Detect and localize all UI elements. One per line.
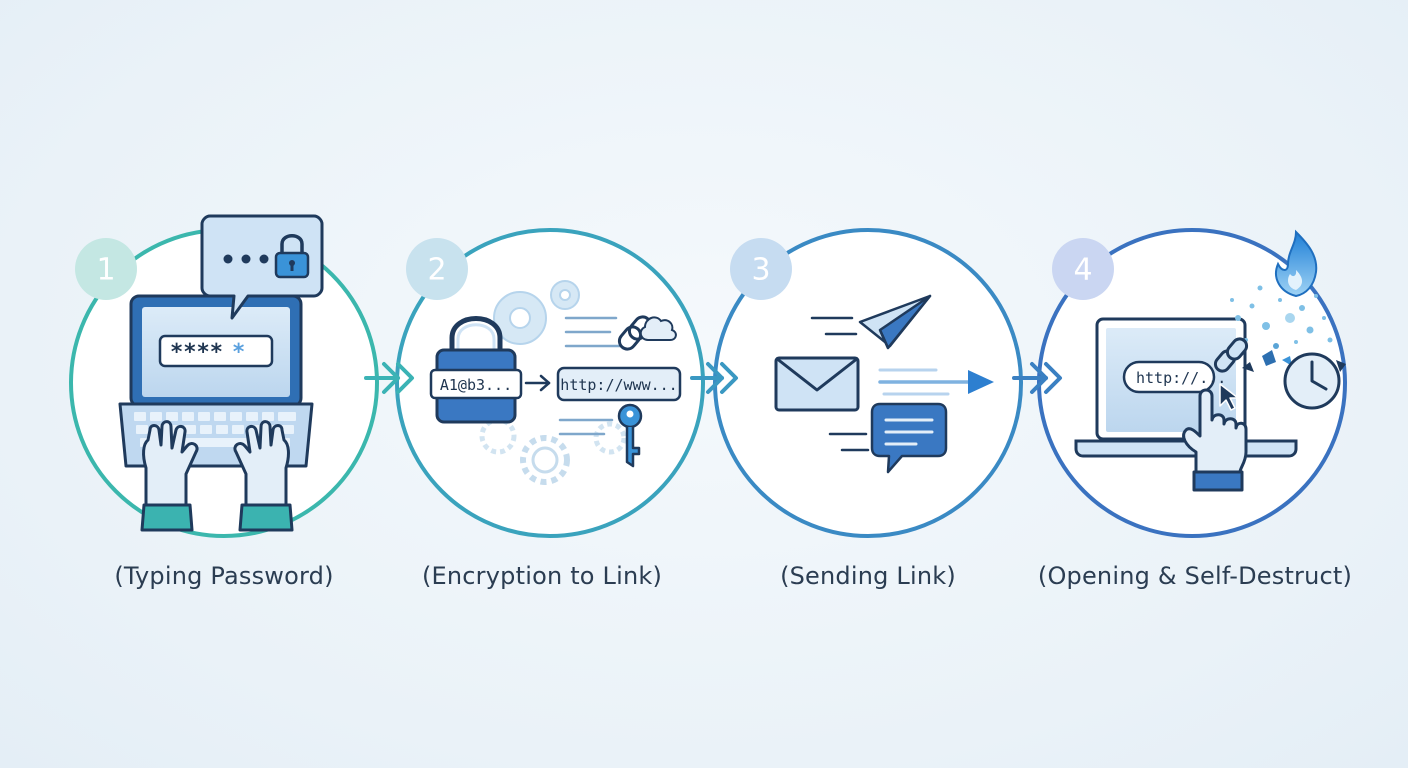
- step-3-badge: 3: [730, 238, 792, 300]
- step-4-number: 4: [1073, 253, 1092, 288]
- broken-link-icon: [1213, 337, 1249, 373]
- gear-icon: [479, 280, 627, 485]
- step-4-caption: (Opening & Self-Destruct): [1037, 562, 1353, 590]
- step-1-caption: (Typing Password): [114, 562, 334, 590]
- envelope-icon: [774, 356, 860, 412]
- step-4-badge: 4: [1052, 238, 1114, 300]
- padlock-icon: A1@b3...: [429, 316, 523, 424]
- step-2-caption: (Encryption to Link): [421, 562, 663, 590]
- link-address-text: http://...: [1136, 369, 1226, 387]
- encrypt-arrow-icon: [524, 374, 551, 392]
- connector-1-arrow-icon: [364, 362, 414, 394]
- cursor-icon: [1219, 383, 1239, 411]
- paper-plane-icon: [858, 294, 932, 350]
- connector-2-arrow-icon: [690, 362, 738, 394]
- text-lines: [558, 316, 622, 436]
- url-box: http://www...: [556, 366, 682, 402]
- password-field-mask-typing: *: [232, 340, 245, 365]
- particles: [1230, 285, 1333, 372]
- fire-icon: [1275, 229, 1318, 298]
- password-field-mask: ****: [170, 340, 223, 365]
- step-2-number: 2: [427, 253, 446, 288]
- cloud-icon: [639, 316, 677, 341]
- lock-icon: [274, 234, 310, 279]
- message-icon: [870, 402, 948, 474]
- step-3-caption: (Sending Link): [780, 562, 956, 590]
- step-3-number: 3: [751, 253, 770, 288]
- send-arrow-icon: [878, 368, 994, 396]
- hands-icon: [140, 420, 294, 532]
- connector-3-arrow-icon: [1012, 362, 1062, 394]
- pointer-icon: [1182, 388, 1248, 492]
- step-1-number: 1: [96, 253, 115, 288]
- laptop-icon: **** *: [129, 294, 303, 408]
- motion-lines: [810, 316, 870, 452]
- key-icon: [617, 403, 643, 468]
- clock-icon: [1283, 352, 1346, 410]
- step-2-badge: 2: [406, 238, 468, 300]
- step-1-badge: 1: [75, 238, 137, 300]
- chat-bubble-icon: [200, 214, 324, 320]
- generated-link-text: http://www...: [560, 376, 677, 394]
- encrypted-text: A1@b3...: [440, 376, 512, 394]
